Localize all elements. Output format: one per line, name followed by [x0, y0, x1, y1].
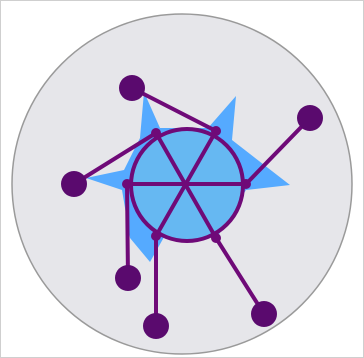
node-upper-right — [297, 105, 323, 131]
node-left — [61, 171, 87, 197]
node-bottom — [143, 313, 169, 339]
node-bottom-right — [251, 301, 277, 327]
junction-node — [151, 128, 161, 138]
link-bottom-left — [127, 184, 128, 278]
junction-node — [211, 126, 221, 136]
node-top — [119, 75, 145, 101]
junction-node — [241, 179, 251, 189]
junction-node — [151, 231, 161, 241]
junction-node — [122, 179, 132, 189]
junction-node — [211, 233, 221, 243]
node-bottom-left — [115, 265, 141, 291]
